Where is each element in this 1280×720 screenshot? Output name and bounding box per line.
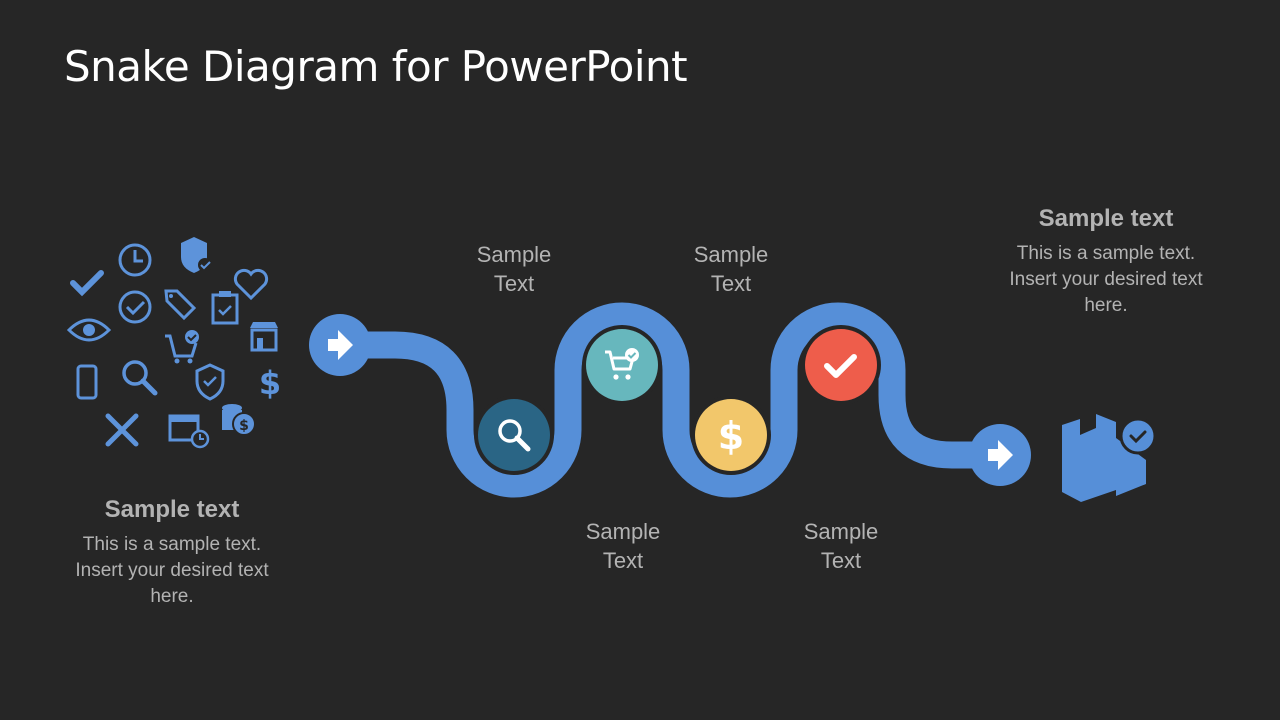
arrow-right-icon [988, 440, 1013, 470]
start-node [309, 314, 371, 376]
cart-check-icon [605, 348, 639, 380]
left-block-title: Sample text [104, 496, 240, 523]
tools-icon [105, 413, 139, 447]
calendar-clock-icon [168, 414, 210, 449]
step-label-1: Sample Text [476, 242, 552, 296]
right-block-body: This is a sample text. Insert your desir… [1009, 243, 1203, 316]
cart-check-icon [165, 330, 199, 364]
clipboard-check-icon [211, 291, 239, 325]
icon-cluster: $ $ [66, 237, 281, 449]
step-label-2: Sample Text [585, 519, 661, 573]
end-node [969, 424, 1031, 486]
search-icon [498, 419, 531, 452]
step-node-check [801, 325, 881, 405]
arrow-right-icon [328, 330, 353, 360]
eye-icon [66, 318, 112, 342]
snake-path [326, 302, 1014, 498]
box-check-icon [1062, 414, 1157, 502]
price-tags-icon [164, 289, 197, 321]
dollar-icon: $ [259, 364, 281, 402]
store-icon [250, 322, 278, 352]
search-icon [122, 360, 158, 396]
step-node-dollar: $ [691, 395, 771, 475]
shield-check-icon [181, 237, 212, 273]
step-node-cart [582, 325, 662, 405]
left-block-body: This is a sample text. Insert your desir… [75, 534, 269, 607]
smartphone-icon [76, 364, 98, 400]
step-label-3: Sample Text [693, 242, 769, 296]
right-block-title: Sample text [1038, 205, 1174, 232]
clock-icon [118, 243, 152, 277]
coins-dollar-icon: $ [222, 404, 256, 436]
check-icon [824, 354, 857, 378]
dollar-icon: $ [718, 414, 744, 458]
step-label-4: Sample Text [803, 519, 879, 573]
left-text-block: Sample text This is a sample text. Inser… [42, 496, 302, 610]
shield-check-icon [195, 363, 225, 401]
step-node-search [474, 395, 554, 475]
check-icon [70, 270, 104, 297]
slide-title: Snake Diagram for PowerPoint [64, 42, 688, 91]
right-text-block: Sample text This is a sample text. Inser… [976, 205, 1236, 319]
circle-check-icon [118, 290, 152, 324]
svg-text:$: $ [239, 418, 249, 434]
heart-icon [233, 268, 269, 301]
